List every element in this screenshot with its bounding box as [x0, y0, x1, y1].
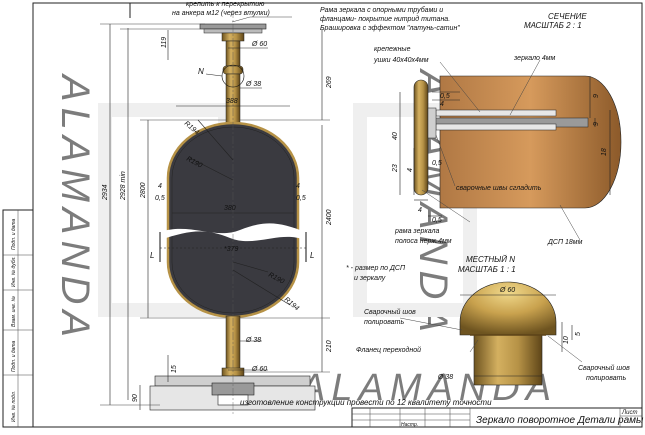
sheet-label: Лист: [621, 410, 637, 416]
dim-d60-bot: Ø 60: [251, 366, 267, 373]
flange-dome: [459, 281, 557, 336]
section-title-line1: СЕЧЕНИЕ: [548, 12, 587, 21]
stamp-cell-3: Взам. инв. №: [11, 295, 17, 327]
fasteners-line1: крепежные: [374, 46, 411, 53]
title-block: Настр. Зеркало поворотное Детали рамы Ли…: [351, 407, 644, 428]
stamp-cell-5: Инв. № подл.: [11, 391, 17, 422]
dim-2800: 2800: [140, 182, 147, 199]
star-note-line1: * - размер по ДСП: [346, 265, 406, 272]
main-view: крепить к перекрытию на анкера м12 (чере…: [100, 1, 492, 415]
dim-380: 380: [224, 205, 236, 212]
dim-4-left-top: 4: [158, 183, 162, 190]
dim-d38-bot: Ø 38: [245, 337, 261, 344]
stamp-cell-4: Подп. и дата: [11, 340, 17, 372]
dim-2928: 2928 min: [120, 171, 127, 201]
weld-polish-b-line2: полировать: [586, 375, 626, 382]
section-title-line2: МАСШТАБ 2 : 1: [524, 21, 582, 30]
dim-r194-top: R194: [183, 120, 200, 136]
frame-strip: [413, 79, 429, 196]
fastening-lug: [435, 109, 557, 117]
sec-dim-4a: 4: [440, 101, 444, 108]
watermark-text-left: ALAMANDA: [53, 73, 97, 343]
sec-dim-9a: 9: [593, 94, 600, 98]
dim-379: *379: [224, 246, 239, 253]
loc-dim-10: 10: [563, 336, 570, 344]
dim-d38-top: Ø 38: [245, 81, 261, 88]
weld-polish-line1: Сварочный шов: [364, 308, 416, 316]
sec-dim-40: 40: [392, 132, 399, 140]
flange-tube: [473, 334, 543, 386]
fasteners-line2: ушки 40х40х4мм: [373, 57, 429, 64]
title-check-label: Настр.: [401, 422, 418, 428]
loc-dim-d60: Ø 60: [499, 287, 515, 294]
top-note-line2: на анкера м12 (через втулки): [172, 10, 270, 17]
frame-note-line1: Рама зеркала с опорными трубами и: [320, 6, 443, 14]
dim-2400: 2400: [326, 209, 333, 226]
dim-4-right-top: 4: [296, 183, 300, 190]
dim-d60-top: Ø 60: [251, 41, 267, 48]
strip-line2: полоса нерж.4мм: [395, 238, 452, 245]
weld-polish-b-line1: Сварочный шов: [578, 364, 630, 372]
dim-269: 269: [326, 76, 333, 89]
dim-119: 119: [161, 37, 168, 48]
dim-n-label: N: [198, 67, 204, 76]
dim-15: 15: [171, 365, 178, 373]
local-detail-view: МЕСТНЫЙ N МАСШТАБ 1 : 1 Ø 60 Ø 38 10 5 С…: [356, 255, 630, 386]
break-line: [160, 223, 305, 242]
precision-note: изготовление конструкции провести по 12 …: [240, 398, 492, 407]
stamp-cell-1: Подп. и дата: [11, 218, 17, 250]
strip-line1: рама зеркала: [394, 228, 439, 235]
frame-note-line3: Брашировка с эффектом "латунь-сатин": [320, 25, 460, 32]
dim-l-right: L: [310, 251, 314, 260]
dsp-label: ДСП 18мм: [547, 239, 583, 246]
mirror-4mm-label: зеркало 4мм: [513, 55, 556, 62]
loc-dim-d38: Ø 38: [437, 374, 453, 381]
sec-dim-05c: 0,5: [432, 217, 442, 224]
weld-smooth-label: сварочные швы сгладить: [456, 184, 542, 192]
loc-dim-5: 5: [575, 332, 582, 336]
dim-05-left-top: 0,5: [155, 195, 165, 202]
star-note-line2: и зеркалу: [354, 275, 386, 282]
local-title-line2: МАСШТАБ 1 : 1: [458, 265, 516, 274]
dsp-board: [439, 75, 622, 209]
dim-2934: 2934: [102, 184, 109, 201]
dim-388: 388: [226, 98, 238, 105]
sec-dim-4c: 4: [418, 207, 422, 214]
sec-dim-18: 18: [601, 148, 608, 156]
dim-r194-bot: R194: [283, 296, 300, 312]
dim-90: 90: [132, 394, 139, 402]
section-view: Рама зеркала с опорными трубами и фланца…: [320, 6, 622, 246]
stamp-cell-2: Инв. № дубл.: [11, 256, 17, 287]
sec-dim-05b: 0,5: [432, 160, 442, 167]
sec-dim-4b: 4: [407, 168, 414, 172]
side-stamp: Подп. и дата Инв. № дубл. Взам. инв. № П…: [2, 209, 34, 428]
dim-05-right-top: 0,5: [296, 195, 306, 202]
top-note-line1: крепить к перекрытию: [186, 1, 265, 8]
weld-polish-line2: полировать: [364, 319, 404, 326]
dim-l-left: L: [150, 251, 154, 260]
local-title-line1: МЕСТНЫЙ N: [466, 255, 515, 264]
dim-210: 210: [326, 340, 333, 353]
sec-dim-9b: 9: [593, 122, 600, 126]
sheet-frame: [32, 2, 643, 428]
drawing-title: Зеркало поворотное Детали рамы: [476, 415, 644, 426]
sec-dim-05a: 0,5: [440, 93, 450, 100]
flange-label: Фланец переходной: [356, 346, 421, 354]
frame-note-line2: фланцами- покрытие нитрид титана.: [320, 15, 450, 23]
sec-dim-23: 23: [392, 164, 399, 173]
